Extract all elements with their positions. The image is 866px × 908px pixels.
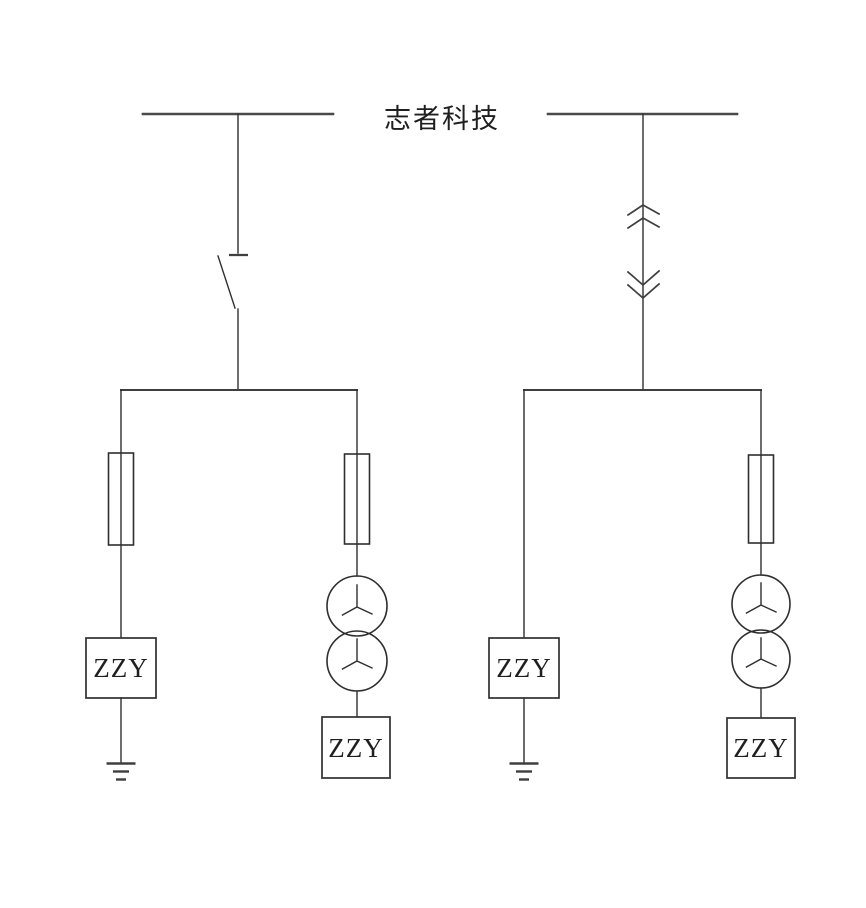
fuse-icon — [747, 454, 775, 544]
load-box — [321, 716, 391, 779]
disconnect-switch-icon — [217, 253, 248, 309]
load-box-label: ZZY — [496, 653, 551, 683]
load-box — [488, 637, 560, 699]
right-branch-a: ZZY — [488, 389, 560, 781]
wye-winding-symbol — [745, 637, 777, 668]
load-box-label: ZZY — [93, 653, 148, 683]
load-box-label: ZZY — [733, 733, 788, 763]
right-feeder-circuit: ZZY ZZY — [488, 112, 796, 781]
left-feeder-circuit: ZZY ZZY — [85, 112, 391, 781]
right-branch-b: ZZY — [726, 389, 796, 779]
transformer-wye-wye-icon — [326, 575, 388, 692]
earth-ground-icon — [509, 697, 539, 781]
load-box-label: ZZY — [328, 733, 383, 763]
chevron-down-icon — [626, 282, 661, 300]
load-box — [726, 717, 796, 779]
wye-winding-symbol — [341, 584, 373, 616]
earth-ground-icon — [106, 697, 136, 781]
wye-winding-symbol — [745, 582, 777, 614]
chevron-up-icon — [626, 204, 661, 217]
wye-winding-symbol — [341, 638, 373, 670]
drawout-contacts-icon — [626, 204, 661, 300]
diagram-title: 志者科技 — [384, 104, 500, 134]
fuse-icon — [343, 453, 371, 545]
switch-blade — [217, 255, 236, 309]
left-branch-b: ZZY — [321, 389, 391, 779]
left-branch-a: ZZY — [85, 389, 157, 781]
load-box — [85, 637, 157, 699]
chevron-down-icon — [626, 269, 661, 287]
chevron-up-icon — [626, 217, 661, 230]
transformer-wye-wye-icon — [731, 574, 791, 689]
fuse-icon — [107, 452, 135, 546]
